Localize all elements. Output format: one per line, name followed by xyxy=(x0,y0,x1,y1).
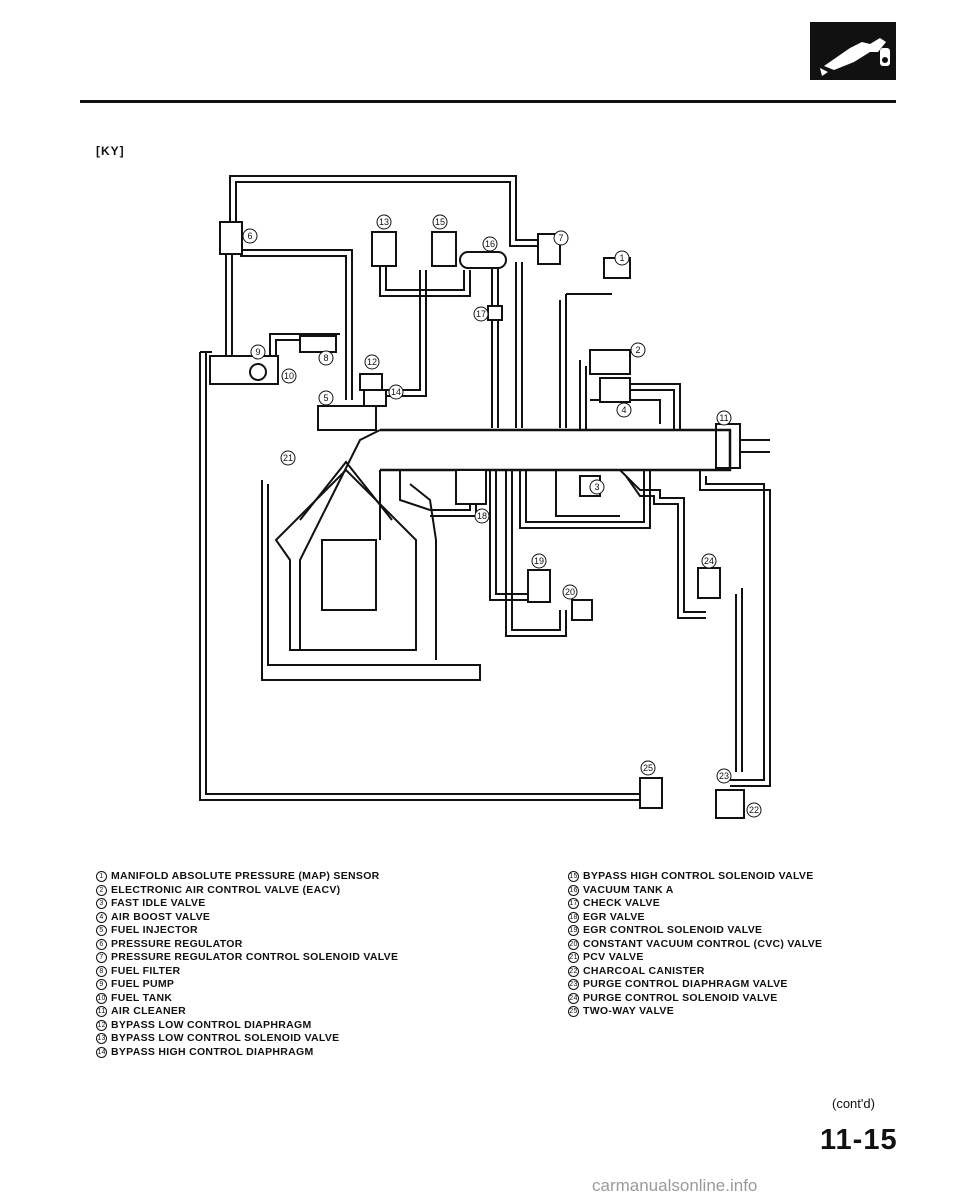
callout-4: 4 xyxy=(621,405,626,415)
header-rule xyxy=(80,100,896,103)
callout-3: 3 xyxy=(594,482,599,492)
callout-9: 9 xyxy=(255,347,260,357)
watermark-text: carmanualsonline.info xyxy=(592,1176,758,1195)
callout-20: 20 xyxy=(565,587,575,597)
callout-15: 15 xyxy=(435,217,445,227)
callout-17: 17 xyxy=(476,309,486,319)
continued-note: (cont'd) xyxy=(832,1096,875,1111)
callout-2: 2 xyxy=(635,345,640,355)
callout-21: 21 xyxy=(283,453,293,463)
callout-12: 12 xyxy=(367,357,377,367)
callout-16: 16 xyxy=(485,239,495,249)
fuel-nozzle-icon xyxy=(820,38,890,76)
page-number: 11-15 xyxy=(820,1124,898,1156)
vacuum-hose-routing-diagram: 6 7 13 15 16 17 1 2 4 11 3 8 9 10 12 14 … xyxy=(199,175,771,819)
callout-8: 8 xyxy=(323,353,328,363)
callout-5: 5 xyxy=(323,393,328,403)
callout-1: 1 xyxy=(619,253,624,263)
callout-11: 11 xyxy=(719,413,728,423)
callout-13: 13 xyxy=(379,217,389,227)
callout-6: 6 xyxy=(247,231,252,241)
callout-10: 10 xyxy=(284,371,294,381)
section-badge xyxy=(810,22,896,80)
callout-25: 25 xyxy=(643,763,653,773)
callout-22: 22 xyxy=(749,805,759,815)
callout-18: 18 xyxy=(477,511,487,521)
callout-7: 7 xyxy=(558,233,563,243)
section-tag: [KY] xyxy=(96,144,125,158)
callout-23: 23 xyxy=(719,771,729,781)
callout-24: 24 xyxy=(704,556,714,566)
callout-19: 19 xyxy=(534,556,544,566)
callout-14: 14 xyxy=(391,387,401,397)
